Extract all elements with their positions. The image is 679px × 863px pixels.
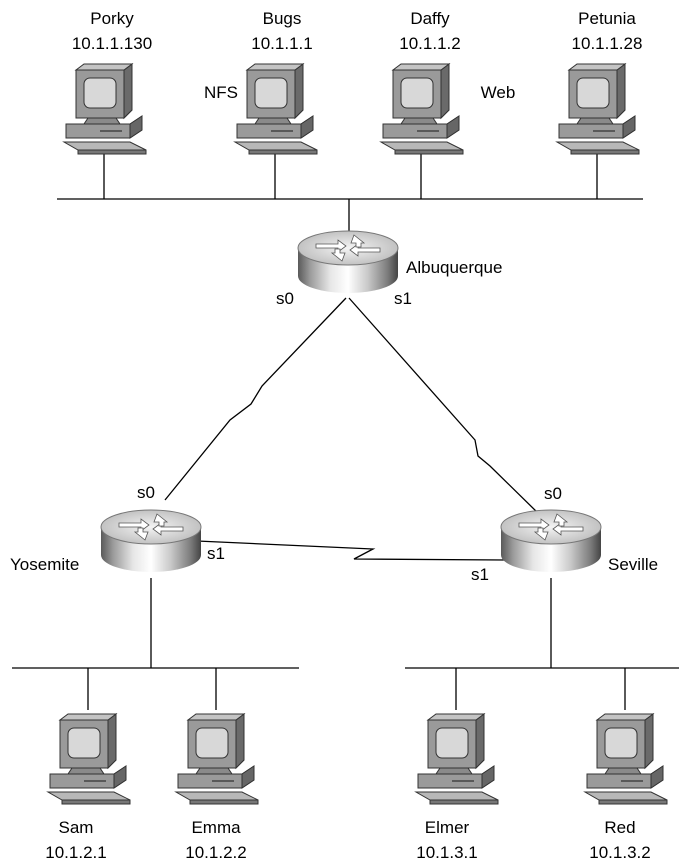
seville-s0-label: s0	[544, 484, 562, 503]
host-ip-emma: 10.1.2.2	[185, 843, 246, 862]
host-ip-petunia: 10.1.1.28	[572, 34, 643, 53]
pc-emma-icon[interactable]	[175, 713, 259, 805]
albuquerque-s0-label: s0	[276, 289, 294, 308]
host-ip-bugs: 10.1.1.1	[251, 34, 312, 53]
router-yosemite-icon[interactable]	[100, 509, 202, 573]
router-albuquerque-icon[interactable]	[297, 230, 399, 294]
host-name-emma: Emma	[191, 818, 241, 837]
host-ip-elmer: 10.1.3.1	[416, 843, 477, 862]
host-name-elmer: Elmer	[425, 818, 470, 837]
host-ip-daffy: 10.1.1.2	[399, 34, 460, 53]
pc-porky-icon[interactable]	[63, 63, 147, 155]
router-seville-icon[interactable]	[500, 509, 602, 573]
host-role-bugs: NFS	[204, 83, 238, 102]
host-ip-red: 10.1.3.2	[589, 843, 650, 862]
albuquerque-s1-label: s1	[394, 289, 412, 308]
host-ip-sam: 10.1.2.1	[45, 843, 106, 862]
host-name-petunia: Petunia	[578, 9, 636, 28]
seville-s1-label: s1	[471, 565, 489, 584]
host-ip-porky: 10.1.1.130	[72, 34, 152, 53]
pc-bugs-icon[interactable]	[234, 63, 318, 155]
yosemite-s0-label: s0	[137, 483, 155, 502]
host-name-bugs: Bugs	[263, 9, 302, 28]
host-name-porky: Porky	[90, 9, 134, 28]
pc-daffy-icon[interactable]	[380, 63, 464, 155]
router-name-albuquerque: Albuquerque	[406, 258, 502, 277]
host-name-red: Red	[604, 818, 635, 837]
host-role-daffy: Web	[481, 83, 516, 102]
serial-link-albuquerque-yosemite	[164, 297, 347, 501]
pc-elmer-icon[interactable]	[415, 713, 499, 805]
router-name-yosemite: Yosemite	[10, 555, 79, 574]
serial-link-albuquerque-seville	[348, 297, 541, 516]
pc-petunia-icon[interactable]	[556, 63, 640, 155]
yosemite-s1-label: s1	[207, 544, 225, 563]
host-name-daffy: Daffy	[410, 9, 450, 28]
pc-sam-icon[interactable]	[47, 713, 131, 805]
router-name-seville: Seville	[608, 555, 658, 574]
host-name-sam: Sam	[59, 818, 94, 837]
pc-red-icon[interactable]	[584, 713, 668, 805]
serial-link-yosemite-seville	[196, 540, 506, 561]
